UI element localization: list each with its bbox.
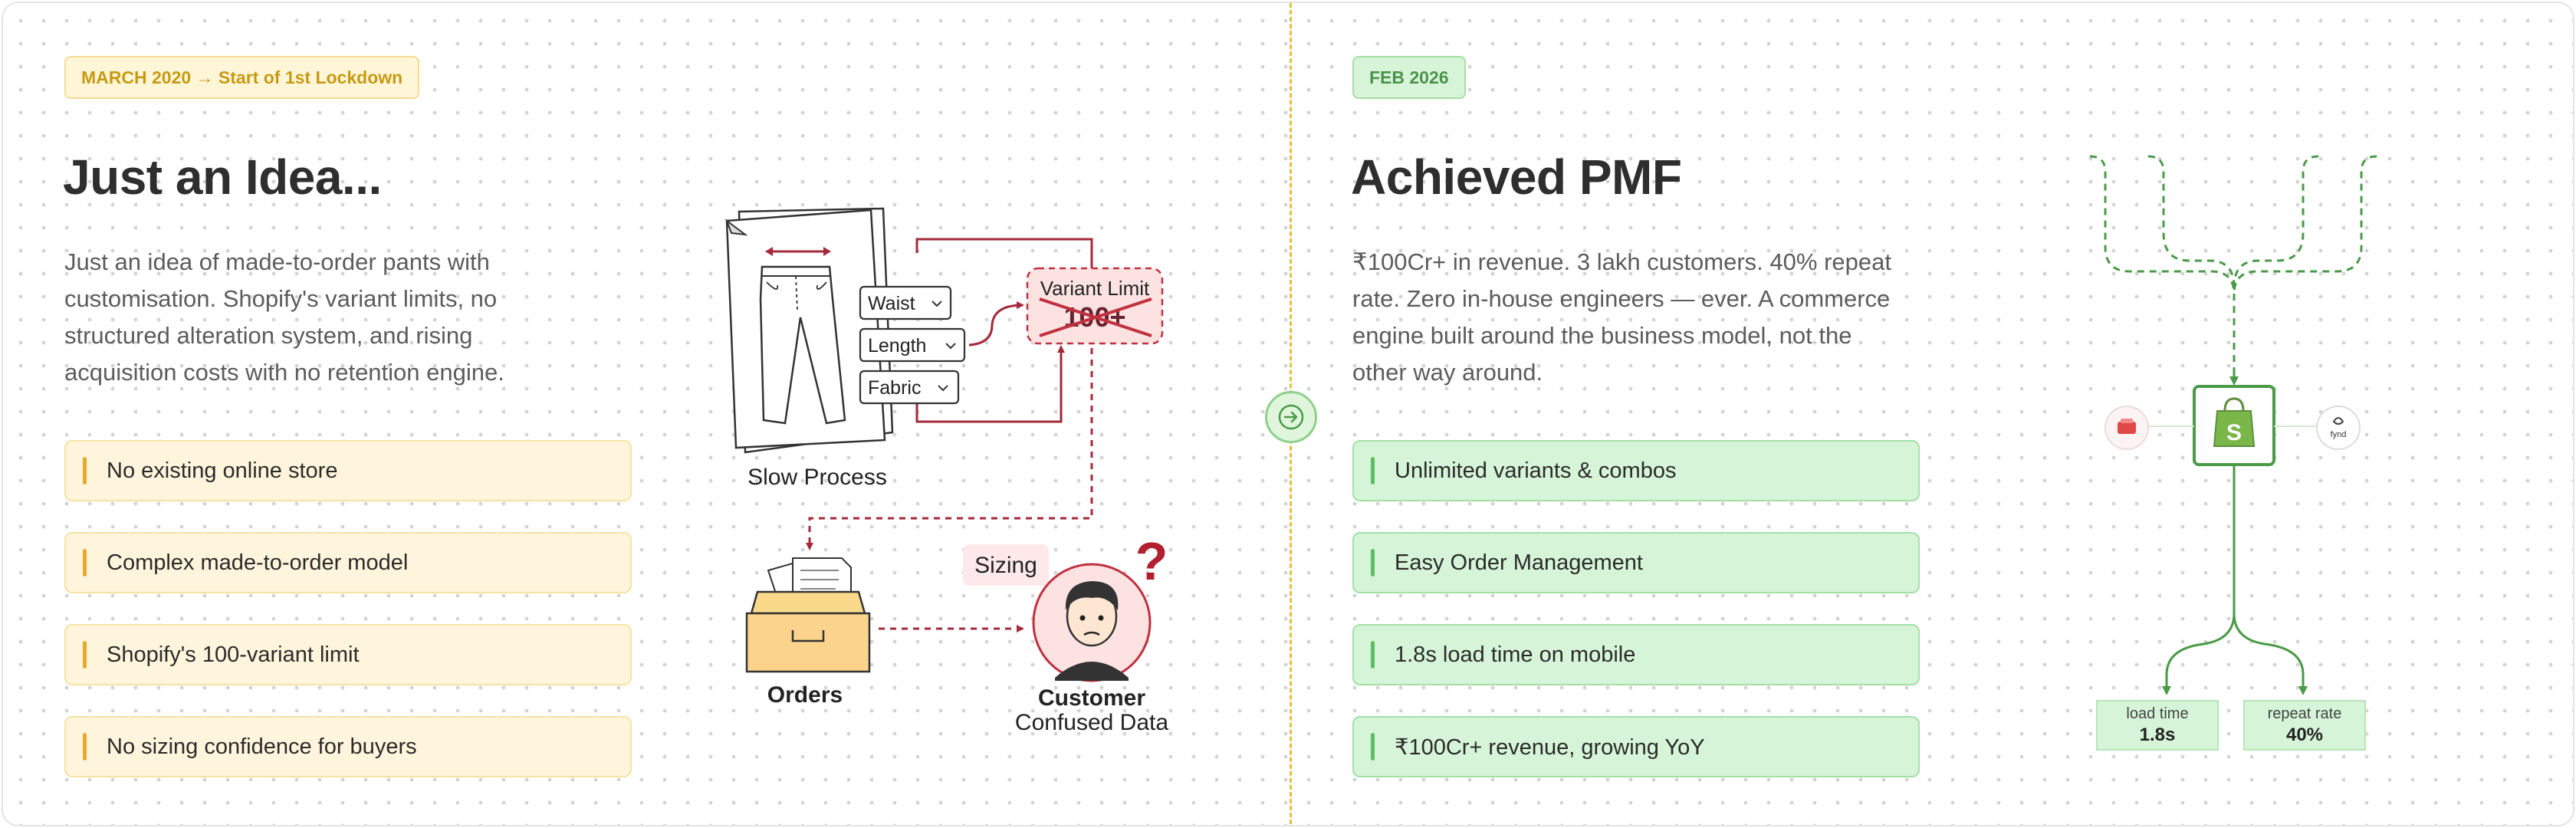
question-mark-icon: ?: [1135, 531, 1168, 591]
next-arrow-button[interactable]: [1265, 391, 1317, 443]
metric-label: load time: [2126, 705, 2189, 722]
orders-tray-icon: [745, 557, 871, 673]
option-tag-length: Length: [859, 327, 966, 363]
card-accent-bar: [1371, 641, 1375, 669]
customer-sublabel: Confused Data: [1015, 710, 1168, 735]
fynd-label: fynd: [2331, 430, 2347, 439]
option-label: Length: [868, 335, 926, 356]
achievement-card-label: ₹100Cr+ revenue, growing YoY: [1395, 734, 1705, 760]
pants-sketch-icon: [724, 207, 894, 454]
fynd-integration-icon: fynd: [2316, 406, 2361, 450]
achievement-card: ₹100Cr+ revenue, growing YoY: [1352, 716, 1920, 777]
card-accent-bar: [83, 549, 87, 577]
achievement-card: Unlimited variants & combos: [1352, 440, 1920, 501]
option-tag-fabric: Fabric: [859, 370, 960, 405]
card-accent-bar: [1371, 549, 1375, 577]
right-description: ₹100Cr+ in revenue. 3 lakh customers. 40…: [1352, 248, 1891, 386]
timeline-tag-end: FEB 2026: [1352, 56, 1466, 99]
outgoing-metric-flow: [2162, 465, 2308, 695]
achievement-card-label: 1.8s load time on mobile: [1395, 642, 1636, 667]
arrow-right-icon: [1278, 404, 1304, 430]
metric-value: 1.8s: [2139, 724, 2176, 745]
card-accent-bar: [1371, 733, 1375, 761]
timeline-tag-start: MARCH 2020 → Start of 1st Lockdown: [64, 56, 420, 99]
problem-card-label: Shopify's 100-variant limit: [107, 642, 360, 667]
problem-card-label: No sizing confidence for buyers: [107, 734, 417, 759]
option-label: Fabric: [868, 377, 921, 399]
incoming-data-flow: [2089, 155, 2377, 383]
problem-card-label: Complex made-to-order model: [107, 550, 409, 575]
commerce-engine-diagram: S fynd: [2089, 155, 2377, 695]
sizing-tag: Sizing: [963, 544, 1049, 586]
problem-card: Shopify's 100-variant limit: [64, 624, 632, 685]
card-accent-bar: [83, 641, 87, 669]
sizing-label: Sizing: [974, 553, 1037, 578]
left-title: Just an Idea...: [63, 150, 382, 205]
slow-process-label: Slow Process: [748, 465, 887, 490]
achievement-card: 1.8s load time on mobile: [1352, 624, 1920, 685]
shopify-logo-icon: S: [2193, 385, 2275, 466]
customer-label: Customer: [1038, 685, 1145, 711]
metric-load-time: load time 1.8s: [2096, 700, 2219, 751]
problem-illustration: Waist Length Fabric Variant Limit 100+ S…: [724, 207, 1168, 735]
problem-card: Complex made-to-order model: [64, 532, 632, 593]
orders-label: Orders: [767, 682, 843, 708]
metric-value: 40%: [2285, 724, 2324, 745]
confused-customer-icon: [1032, 563, 1152, 682]
app-integration-icon: [2104, 406, 2149, 450]
problem-card-label: No existing online store: [107, 458, 338, 483]
card-accent-bar: [83, 733, 87, 761]
achievement-card-label: Unlimited variants & combos: [1395, 458, 1677, 483]
metric-label: repeat rate: [2267, 705, 2342, 722]
card-accent-bar: [83, 457, 87, 485]
left-description: Just an idea of made-to-order pants with…: [64, 248, 504, 386]
variant-limit-label: Variant Limit: [1040, 277, 1150, 300]
option-tag-waist: Waist: [859, 285, 952, 320]
problem-card: No sizing confidence for buyers: [64, 716, 632, 777]
card-accent-bar: [1371, 457, 1375, 485]
metric-repeat-rate: repeat rate 40%: [2243, 700, 2366, 751]
svg-text:S: S: [2226, 420, 2242, 445]
problem-card: No existing online store: [64, 440, 632, 501]
achievement-card: Easy Order Management: [1352, 532, 1920, 593]
variant-limit-box: Variant Limit 100+: [1026, 267, 1164, 345]
achievement-card-label: Easy Order Management: [1395, 550, 1643, 575]
right-title: Achieved PMF: [1351, 150, 1682, 205]
option-label: Waist: [868, 293, 915, 314]
